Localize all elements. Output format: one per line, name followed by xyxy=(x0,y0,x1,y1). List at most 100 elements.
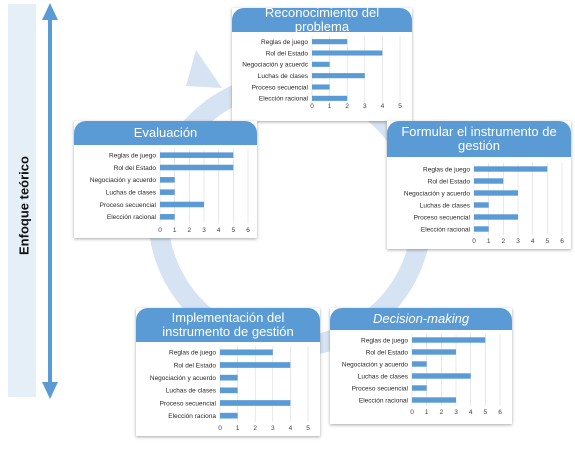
panel-implementacion: Implementación del instrumento de gestió… xyxy=(136,308,320,436)
category-label: Rol del Estado xyxy=(428,178,471,185)
bar xyxy=(220,412,238,419)
tick-label: 5 xyxy=(306,425,310,432)
category-label: Proceso secuencial xyxy=(100,202,157,209)
category-label: Luchas de clases xyxy=(106,189,157,196)
tick-label: 5 xyxy=(398,103,402,110)
bar xyxy=(220,362,291,368)
category-label: Elección racional xyxy=(421,226,471,233)
category-label: Rol del Estado xyxy=(114,165,157,172)
bar xyxy=(474,226,489,232)
category-label: Elección racional xyxy=(359,397,409,404)
category-label: Reglas de juego xyxy=(261,39,308,46)
category-label: Elección racional xyxy=(259,96,309,103)
bar xyxy=(160,177,175,183)
panel-title: Evaluación xyxy=(74,121,257,145)
tick-label: 5 xyxy=(546,238,550,245)
tick-label: 4 xyxy=(217,227,221,234)
tick-label: 1 xyxy=(328,103,332,110)
bar xyxy=(312,73,365,79)
category-label: Luchas de clases xyxy=(420,202,471,209)
panel-title: Reconocimiento del problema xyxy=(232,6,412,34)
bar xyxy=(474,166,548,172)
bar xyxy=(220,387,238,394)
bar xyxy=(474,202,489,208)
category-label: Reglas de juego xyxy=(361,337,408,344)
bar xyxy=(160,152,234,158)
category-label: Negociación y acuerdo xyxy=(90,177,157,184)
tick-label: 5 xyxy=(232,227,236,234)
bar xyxy=(220,374,238,381)
category-label: Negociación y acuerdo xyxy=(404,190,471,197)
tick-label: 6 xyxy=(498,409,502,416)
axis-label: Enfoque teórico xyxy=(16,156,32,255)
category-label: Elección raciona xyxy=(168,413,216,420)
bar xyxy=(220,349,273,356)
tick-label: 3 xyxy=(271,425,275,432)
tick-label: 2 xyxy=(188,227,192,234)
tick-label: 0 xyxy=(472,238,476,245)
bar xyxy=(412,373,471,379)
tick-label: 1 xyxy=(173,227,177,234)
tick-label: 0 xyxy=(410,409,414,416)
category-label: Reglas de juego xyxy=(109,152,156,159)
bar xyxy=(312,61,330,67)
tick-label: 0 xyxy=(310,103,314,110)
bar xyxy=(474,190,518,196)
category-label: Reglas de juego xyxy=(423,166,470,173)
category-label: Rol del Estado xyxy=(266,50,309,57)
axis-arrow-down xyxy=(42,382,58,399)
category-label: Rol del Estado xyxy=(174,362,217,369)
bar xyxy=(160,189,175,195)
tick-label: 2 xyxy=(253,425,257,432)
tick-label: 4 xyxy=(289,425,293,432)
category-label: Luchas de clases xyxy=(358,373,409,380)
tick-label: 6 xyxy=(246,227,250,234)
tick-label: 3 xyxy=(202,227,206,234)
bar xyxy=(160,201,204,208)
bar xyxy=(412,349,456,355)
category-label: Luchas de clases xyxy=(166,388,217,395)
tick-label: 4 xyxy=(381,103,385,110)
tick-label: 2 xyxy=(440,409,444,416)
tick-label: 6 xyxy=(560,238,564,245)
category-label: Rol del Estado xyxy=(366,349,409,356)
category-label: Luchas de clases xyxy=(258,73,309,80)
tick-label: 3 xyxy=(454,409,458,416)
category-label: Elección racional xyxy=(107,214,157,221)
bar xyxy=(312,84,330,90)
category-label: Negociación y acuerdo xyxy=(342,361,409,368)
bar xyxy=(412,337,486,343)
bar xyxy=(312,50,383,56)
tick-label: 2 xyxy=(502,238,506,245)
panel-reconocimiento: Reconocimiento del problema 0 1 2 3 4 5 Reglas… xyxy=(232,6,412,121)
category-label: Negociación y acuerdc xyxy=(242,62,309,69)
axis-band xyxy=(8,4,36,397)
tick-label: 4 xyxy=(469,409,473,416)
category-label: Reglas de juego xyxy=(169,350,216,357)
bar xyxy=(312,95,348,101)
tick-label: 2 xyxy=(345,103,349,110)
tick-label: 1 xyxy=(487,238,491,245)
tick-label: 5 xyxy=(484,409,488,416)
bar xyxy=(160,164,234,171)
bar xyxy=(160,214,175,220)
bar xyxy=(220,400,291,406)
bar xyxy=(474,214,518,220)
tick-label: 3 xyxy=(363,103,367,110)
category-label: Proceso secuencial xyxy=(352,385,409,392)
bar xyxy=(312,39,348,45)
axis-arrow-up xyxy=(42,3,58,20)
category-label: Proceso secuencial xyxy=(252,84,309,91)
tick-label: 3 xyxy=(516,238,520,245)
tick-label: 0 xyxy=(158,227,162,234)
tick-label: 1 xyxy=(236,425,240,432)
bar xyxy=(412,385,427,391)
category-label: Proceso secuencial xyxy=(160,400,217,407)
cycle-arrowhead xyxy=(186,50,222,88)
category-label: Proceso secuencial xyxy=(414,214,471,221)
bar xyxy=(412,397,456,403)
panel-title: Formular el instrumento de gestión xyxy=(387,121,571,157)
category-label: Negociación y acuerdo xyxy=(150,375,217,382)
